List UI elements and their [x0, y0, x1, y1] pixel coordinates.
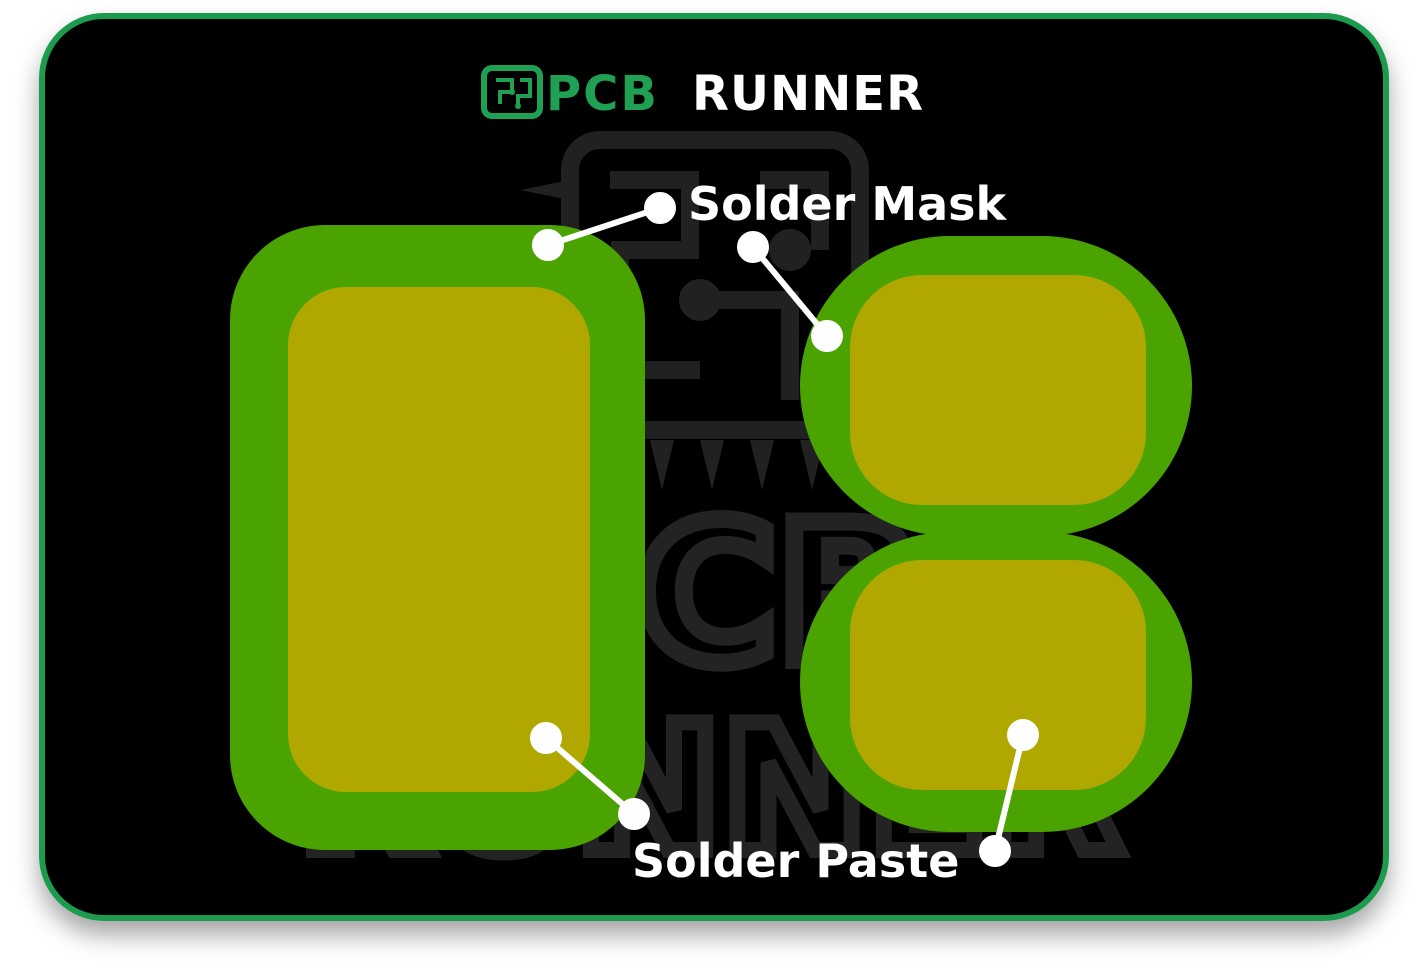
solder-paste-label: Solder Paste [632, 834, 959, 888]
right-pad [800, 236, 1192, 832]
solder-mask-callout [532, 192, 843, 352]
right-pad-solder-paste-upper [850, 275, 1146, 505]
right-pad-solder-paste-lower [850, 560, 1146, 790]
brand-name-pcb: PCB [546, 66, 659, 122]
brand-logo: PCB RUNNER [481, 65, 924, 122]
circuit-chip-icon [481, 65, 543, 119]
solder-paste-callout [530, 719, 1039, 867]
brand-name-runner: RUNNER [692, 66, 924, 122]
left-pad-solder-paste [288, 287, 590, 792]
solder-mask-label: Solder Mask [688, 177, 1008, 231]
left-pad [230, 225, 645, 850]
